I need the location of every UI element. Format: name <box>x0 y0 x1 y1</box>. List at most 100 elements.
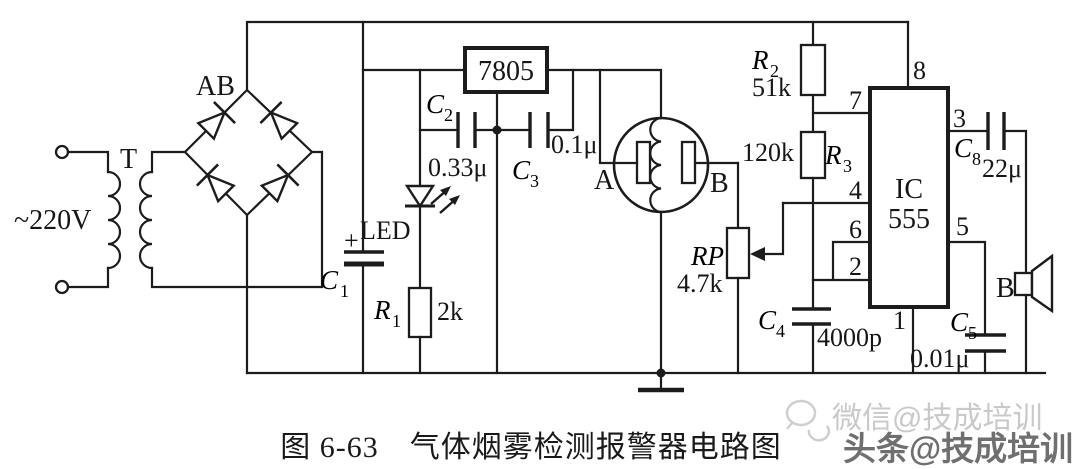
wechat-watermark: 微信@技成培训 <box>785 399 1042 442</box>
wire <box>598 68 639 165</box>
bridge-rectifier: AB <box>183 71 314 217</box>
regulator-box <box>463 46 549 94</box>
wechat-icon <box>785 399 831 442</box>
resistor-r2: R 2 51k <box>751 20 827 134</box>
transformer-label: T <box>120 144 137 175</box>
c3-subscript: 3 <box>530 171 539 191</box>
pin-4-label: 4 <box>849 176 862 205</box>
ic-model: 555 <box>888 204 930 235</box>
r2-subscript: 2 <box>770 61 779 81</box>
wire <box>1002 129 1028 275</box>
c4-label: C <box>758 305 777 335</box>
rp-value: 4.7k <box>677 269 723 298</box>
wire <box>761 201 785 256</box>
wire <box>545 68 663 120</box>
wire <box>66 150 110 174</box>
toutiao-watermark-text: 头条@技成培训 <box>843 430 1073 467</box>
capacitor-c8: C 8 22μ <box>946 112 1028 275</box>
pin-8-label: 8 <box>913 56 926 85</box>
positive-rail <box>245 20 910 92</box>
r2-body <box>799 43 827 97</box>
rp-label: RP <box>690 241 724 271</box>
rp-body <box>725 226 751 280</box>
ic-555: IC 555 8 7 4 6 2 3 5 1 <box>781 20 969 375</box>
r3-subscript: 3 <box>843 156 852 176</box>
sensor-heater-coil <box>649 116 663 214</box>
bridge-label: AB <box>196 71 235 102</box>
resistor-r3: 120k R 3 <box>742 130 852 311</box>
terminal-bottom <box>54 279 70 295</box>
pin-6-label: 6 <box>849 215 862 244</box>
resistor-r1 <box>407 286 433 339</box>
regulator-label: 7805 <box>478 56 534 87</box>
r2-value: 51k <box>752 73 791 102</box>
wire <box>66 266 110 289</box>
r3-value: 120k <box>742 138 794 167</box>
speaker-label: B <box>996 273 1015 304</box>
c1-polarity: + <box>344 226 359 255</box>
c8-subscript: 8 <box>972 149 981 169</box>
pin-5-label: 5 <box>956 212 969 241</box>
sensor-b-label: B <box>710 168 729 199</box>
c8-value: 22μ <box>982 154 1022 183</box>
pin-2-label: 2 <box>849 252 862 281</box>
r3-label: R <box>824 140 842 170</box>
ac-source: ~220V <box>14 144 110 295</box>
wire-pin6-pin2 <box>811 240 872 282</box>
c1-label: C <box>320 265 339 295</box>
led-emission-arrows <box>430 186 460 214</box>
bridge-diamond <box>183 88 314 217</box>
led-label: LED <box>360 216 411 245</box>
transformer: T <box>106 144 324 289</box>
c3-value: 0.1μ <box>551 130 597 159</box>
speaker-driver <box>1013 271 1034 297</box>
sensor-electrode-a <box>635 140 652 185</box>
capacitor-c5: C 5 0.01μ <box>910 240 1006 375</box>
terminal-top <box>54 144 70 160</box>
wire <box>150 150 187 174</box>
pin-3-label: 3 <box>953 104 966 133</box>
speaker-icon <box>1030 253 1054 314</box>
capacitor-c4: C 4 4000p <box>758 305 882 375</box>
sensor-electrode-b <box>680 140 697 185</box>
c4-subscript: 4 <box>776 321 785 341</box>
ac-voltage-label: ~220V <box>14 205 91 236</box>
capacitor-c1: + C 1 <box>320 20 384 375</box>
c1-subscript: 1 <box>340 281 349 301</box>
c2-label: C <box>426 89 445 119</box>
c2-value: 0.33μ <box>428 153 487 182</box>
ground-symbol <box>638 368 684 393</box>
capacitor-c3: C 3 0.1μ <box>495 68 597 191</box>
voltage-regulator-7805: 7805 <box>361 46 663 375</box>
c3-label: C <box>512 155 531 185</box>
r1-value: 2k <box>437 297 463 326</box>
led-icon <box>404 184 436 209</box>
gas-sensor: A B <box>594 68 740 375</box>
r2-label: R <box>751 45 769 75</box>
c5-label: C <box>950 307 969 337</box>
rp-wiper-arrow <box>750 247 765 261</box>
wire <box>546 68 575 132</box>
c8-label: C <box>954 133 973 163</box>
wire <box>946 240 987 337</box>
transformer-primary-winding <box>106 170 122 270</box>
c5-value: 0.01μ <box>910 344 969 373</box>
ic-name: IC <box>895 174 923 205</box>
pin-1-label: 1 <box>893 306 906 335</box>
sensor-a-label: A <box>594 165 615 196</box>
wechat-watermark-text: 微信@技成培训 <box>832 402 1042 435</box>
r1-subscript: 1 <box>392 311 401 331</box>
r1-label: R <box>373 295 391 325</box>
c2-subscript: 2 <box>444 105 453 125</box>
potentiometer-rp: RP 4.7k <box>677 161 785 375</box>
r3-body <box>799 130 827 180</box>
figure-caption: 图 6-63 气体烟雾检测报警器电路图 <box>280 431 782 464</box>
pin-7-label: 7 <box>849 86 862 115</box>
led-indicator: LED R 1 2k <box>360 128 463 375</box>
speaker: B <box>996 253 1054 375</box>
c4-value: 4000p <box>817 323 882 352</box>
wire <box>150 150 324 289</box>
transformer-secondary-winding <box>138 170 154 270</box>
